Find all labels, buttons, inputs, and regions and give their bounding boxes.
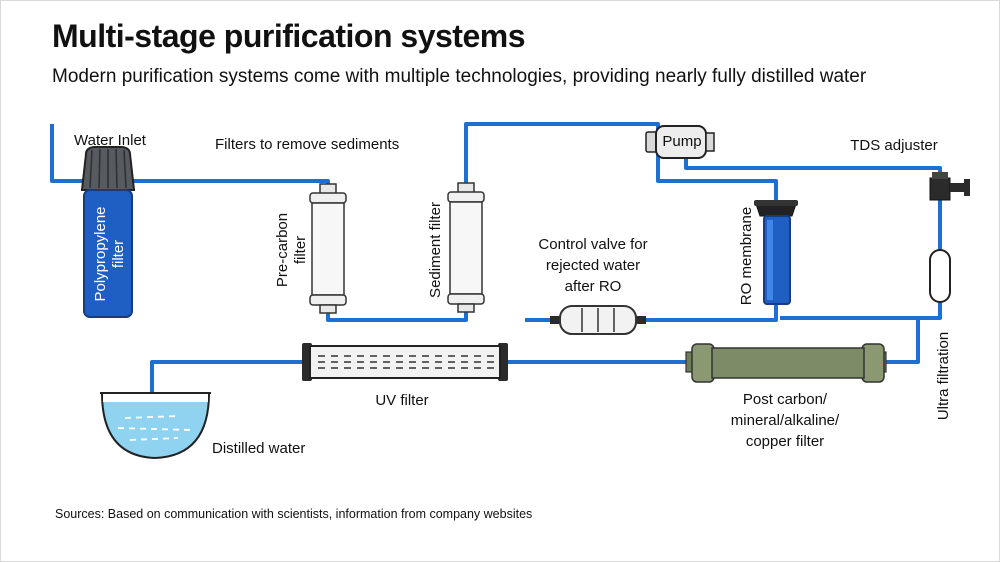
pipe-pump-to-ro [656, 153, 778, 200]
label-pre-carbon-line2: filter [292, 236, 309, 264]
label-water-inlet: Water Inlet [74, 132, 147, 149]
label-pre-carbon-filter: Pre-carbon filter [274, 213, 309, 287]
pre-carbon-filter [309, 183, 347, 314]
source-note: Sources: Based on communication with sci… [55, 507, 533, 521]
distilled-water-bowl [100, 392, 211, 460]
sediment-filter [447, 182, 485, 313]
label-polypropylene-line1: Polypropylene [92, 206, 109, 301]
label-control-valve-line1: Control valve for [538, 236, 647, 253]
label-ro-membrane: RO membrane [738, 207, 755, 305]
ultra-filtration-capsule [929, 249, 951, 303]
label-post-carbon-line3: copper filter [746, 433, 824, 450]
pipe-sediment-to-pump [464, 122, 660, 190]
pipe-uf-to-post [886, 302, 942, 364]
label-pre-carbon-line1: Pre-carbon [274, 213, 291, 287]
label-post-carbon-filter: Post carbon/ mineral/alkaline/ copper fi… [731, 391, 840, 450]
label-control-valve: Control valve for rejected water after R… [538, 236, 647, 295]
page-title: Multi-stage purification systems [52, 18, 525, 54]
label-post-carbon-line1: Post carbon/ [743, 391, 828, 408]
pipe-pump-to-tds [684, 153, 942, 178]
ro-membrane [754, 200, 798, 305]
control-valve [550, 305, 646, 335]
page-subtitle: Modern purification systems come with mu… [52, 66, 867, 87]
post-carbon-filter [685, 343, 887, 383]
polypropylene-filter-body [83, 189, 133, 318]
tds-adjuster-valve [929, 172, 970, 201]
label-filters-sediments: Filters to remove sediments [215, 136, 399, 153]
pipe-ro-to-control [638, 305, 778, 322]
label-control-valve-line2: rejected water [546, 257, 640, 274]
pipe-poly-to-precarbon [128, 179, 330, 192]
label-distilled-water: Distilled water [212, 440, 305, 457]
pipe-uv-to-bowl [150, 360, 305, 395]
label-post-carbon-line2: mineral/alkaline/ [731, 412, 840, 429]
pipe-precarbon-to-sediment [326, 306, 468, 322]
label-tds-adjuster: TDS adjuster [850, 137, 938, 154]
polypropylene-filter [80, 146, 136, 318]
pump [645, 125, 715, 159]
label-ultra-filtration: Ultra filtration [935, 332, 952, 420]
label-control-valve-line3: after RO [565, 278, 622, 295]
label-polypropylene-line2: filter [110, 240, 127, 268]
pipe-inlet [50, 124, 84, 183]
label-sediment-filter: Sediment filter [427, 202, 444, 298]
uv-filter [302, 343, 508, 381]
label-uv-filter: UV filter [375, 392, 428, 409]
label-polypropylene-filter: Polypropylene filter [92, 206, 127, 301]
label-pump: Pump [662, 133, 701, 150]
